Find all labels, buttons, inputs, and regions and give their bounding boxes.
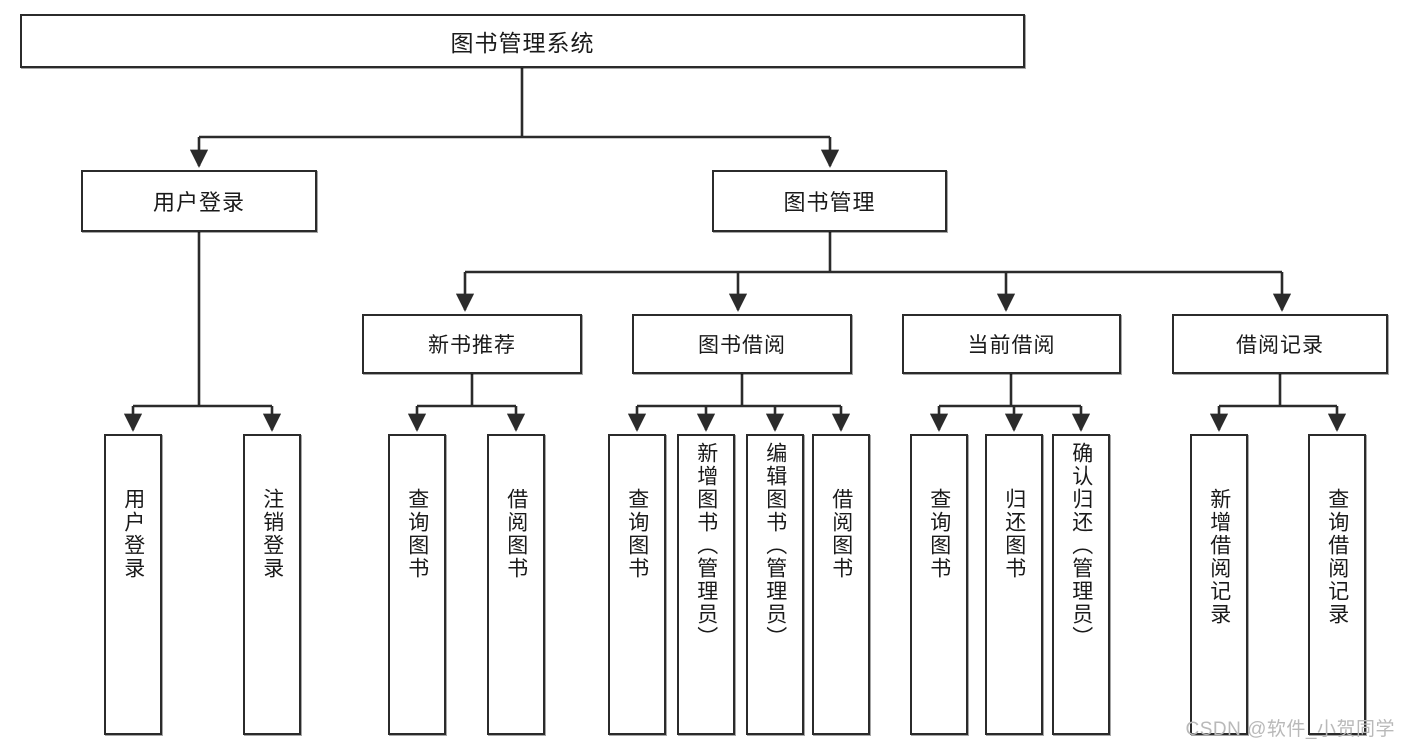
leaf-add-book-admin[interactable]: 新增图书（管理员） <box>677 434 735 735</box>
leaf-query-book-rec[interactable]: 查询图书 <box>388 434 446 735</box>
leaf-query-book-borrow[interactable]: 查询图书 <box>608 434 666 735</box>
leaf-add-borrow-record[interactable]: 新增借阅记录 <box>1190 434 1248 735</box>
leaf-query-borrow-record-label: 查询借阅记录 <box>1325 488 1349 626</box>
leaf-user-login[interactable]: 用户登录 <box>104 434 162 735</box>
node-current-borrow[interactable]: 当前借阅 <box>902 314 1121 374</box>
leaf-confirm-return-admin[interactable]: 确认归还（管理员） <box>1052 434 1110 735</box>
leaf-query-book-current[interactable]: 查询图书 <box>910 434 968 735</box>
node-borrow-record-label: 借阅记录 <box>1236 334 1324 357</box>
leaf-confirm-return-admin-label: 确认归还（管理员） <box>1069 442 1093 649</box>
leaf-logout[interactable]: 注销登录 <box>243 434 301 735</box>
node-book-borrow-label: 图书借阅 <box>698 334 786 357</box>
leaf-edit-book-admin-label: 编辑图书（管理员） <box>763 442 787 649</box>
node-new-book-recommend-label: 新书推荐 <box>428 334 516 357</box>
node-book-management-label: 图书管理 <box>783 190 876 215</box>
leaf-query-borrow-record[interactable]: 查询借阅记录 <box>1308 434 1366 735</box>
leaf-borrow-book[interactable]: 借阅图书 <box>812 434 870 735</box>
leaf-query-book-borrow-label: 查询图书 <box>625 488 649 580</box>
watermark: CSDN @软件_小贺同学 <box>1185 719 1395 740</box>
node-new-book-recommend[interactable]: 新书推荐 <box>362 314 582 374</box>
leaf-borrow-book-label: 借阅图书 <box>829 488 853 580</box>
node-root[interactable]: 图书管理系统 <box>20 14 1025 68</box>
leaf-edit-book-admin[interactable]: 编辑图书（管理员） <box>746 434 804 735</box>
node-book-borrow[interactable]: 图书借阅 <box>632 314 852 374</box>
node-current-borrow-label: 当前借阅 <box>967 334 1056 357</box>
node-book-management[interactable]: 图书管理 <box>712 170 947 232</box>
node-user-login-label: 用户登录 <box>152 190 245 215</box>
leaf-borrow-book-rec[interactable]: 借阅图书 <box>487 434 545 735</box>
leaf-query-book-current-label: 查询图书 <box>927 488 951 580</box>
leaf-return-book[interactable]: 归还图书 <box>985 434 1043 735</box>
leaf-borrow-book-rec-label: 借阅图书 <box>504 488 528 580</box>
leaf-add-borrow-record-label: 新增借阅记录 <box>1207 488 1231 626</box>
node-root-label: 图书管理系统 <box>450 30 595 56</box>
leaf-return-book-label: 归还图书 <box>1002 488 1026 580</box>
leaf-logout-label: 注销登录 <box>260 488 284 580</box>
leaf-user-login-label: 用户登录 <box>121 488 145 580</box>
node-user-login[interactable]: 用户登录 <box>81 170 317 232</box>
leaf-add-book-admin-label: 新增图书（管理员） <box>694 442 718 649</box>
node-borrow-record[interactable]: 借阅记录 <box>1172 314 1388 374</box>
leaf-query-book-rec-label: 查询图书 <box>405 488 429 580</box>
